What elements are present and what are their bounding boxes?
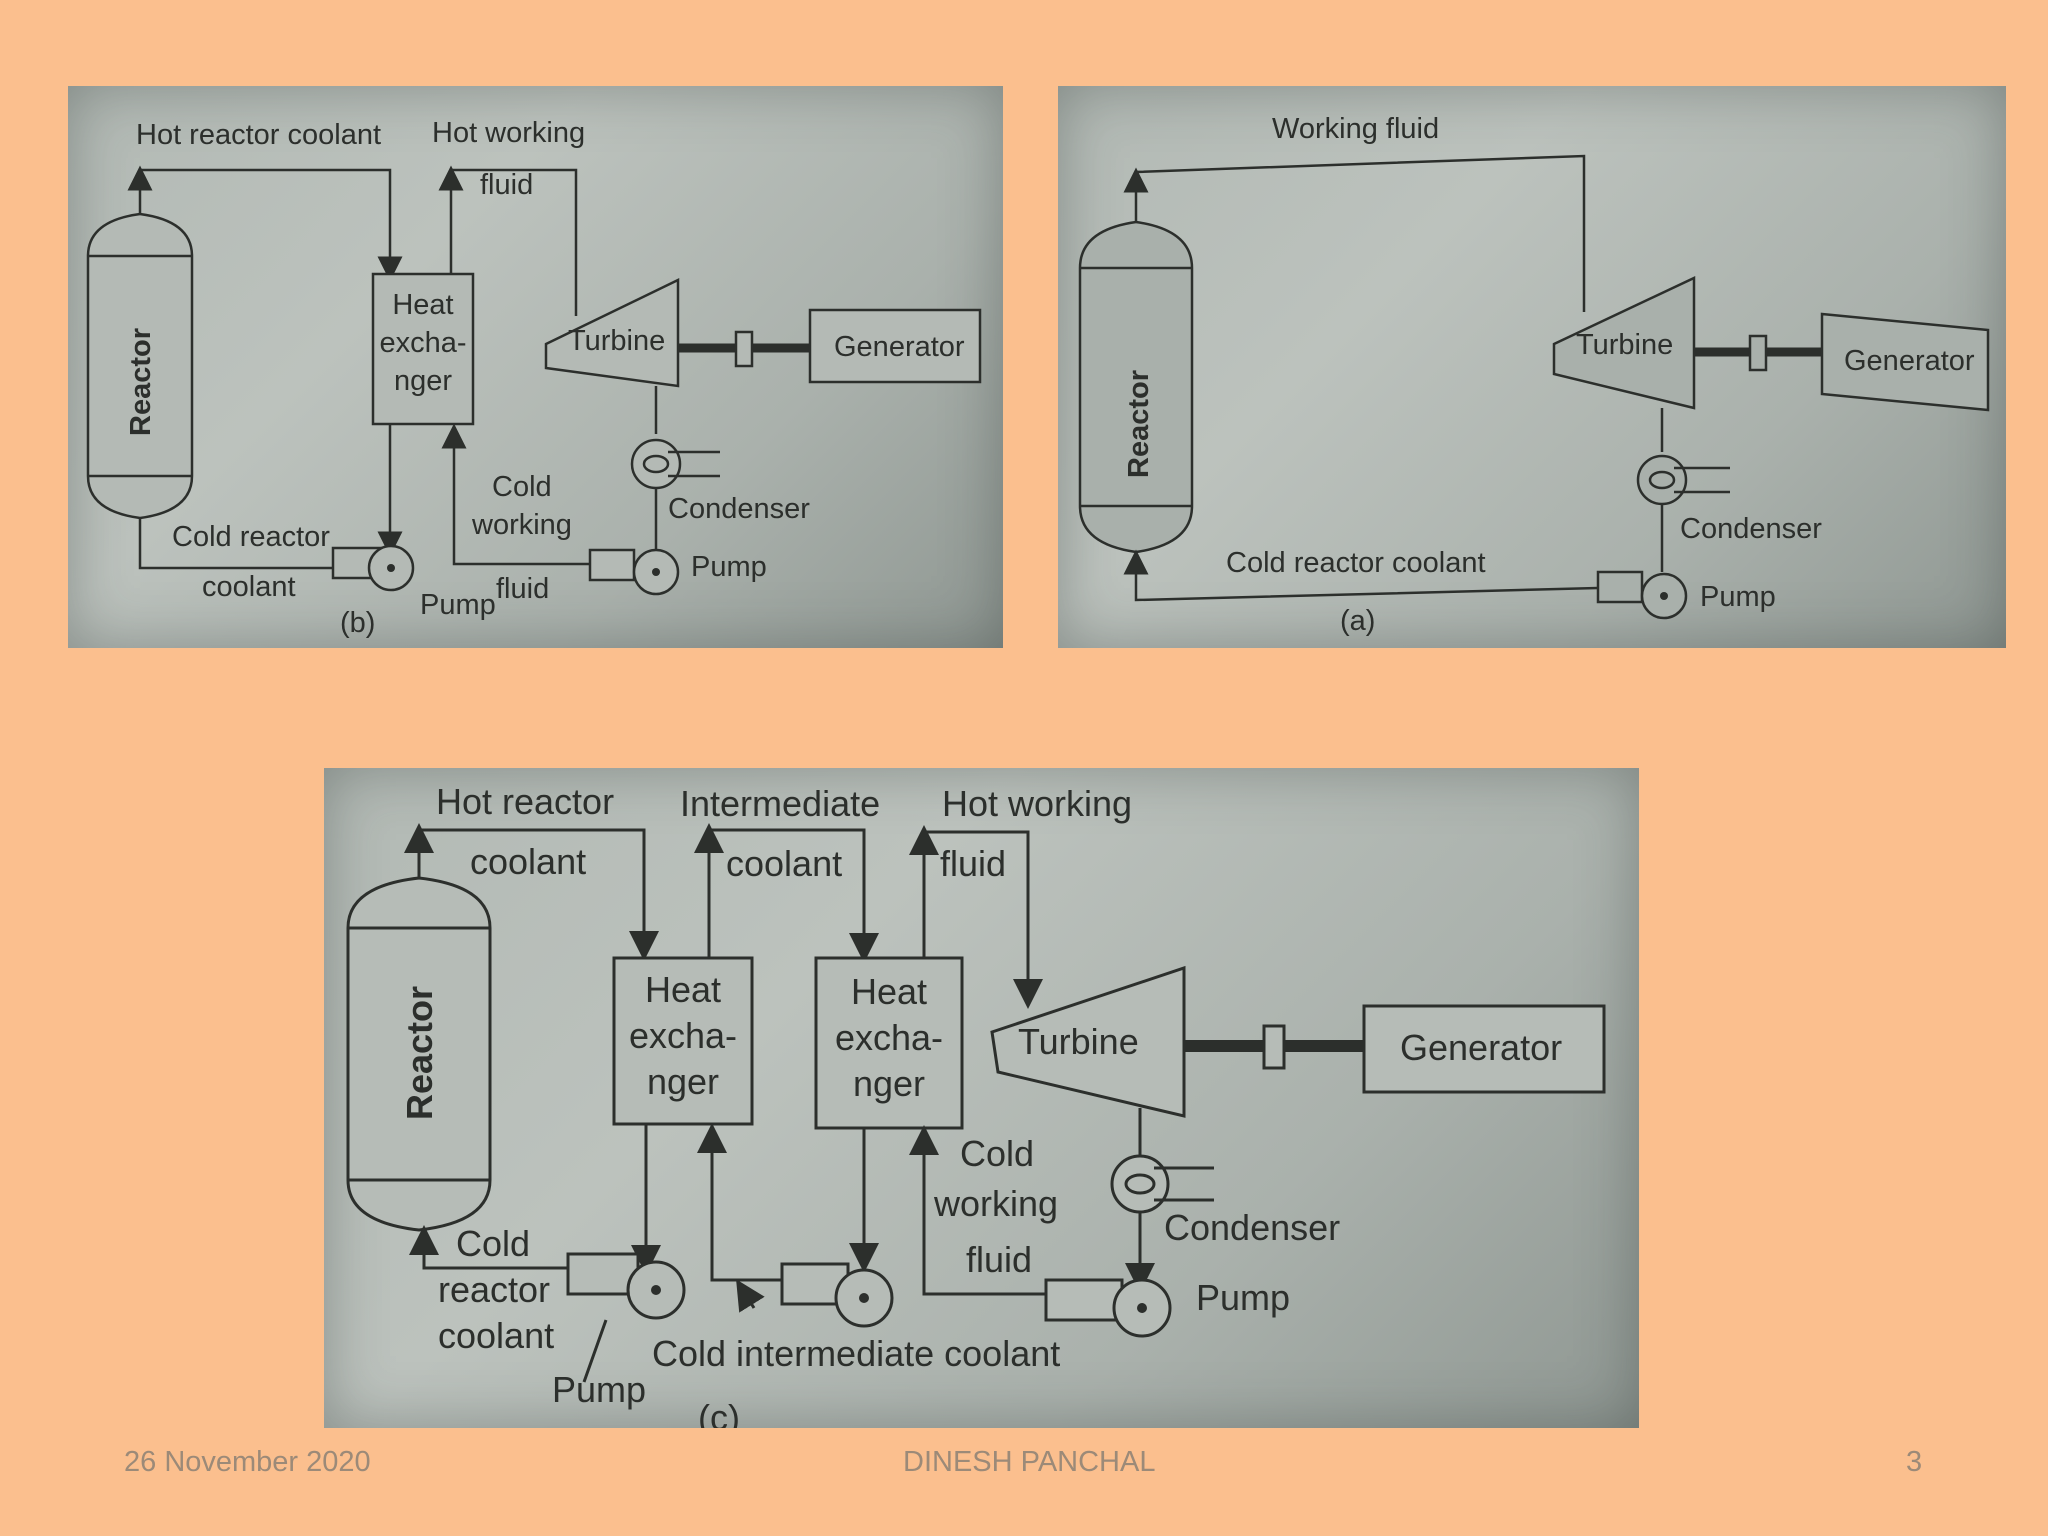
heat-exchanger-box: [371, 272, 475, 426]
diagram-c-svg: Hot reactor coolant Intermediate coolant…: [346, 781, 1606, 1428]
label-cold-fluid: fluid: [966, 1239, 1032, 1280]
label-cold-fluid: fluid: [496, 573, 549, 605]
label-hot-reactor-coolant: Hot reactor coolant: [136, 119, 381, 151]
label-working-fluid: Working fluid: [1272, 113, 1439, 145]
label-coolant-2: coolant: [726, 843, 842, 884]
label-caption-b: (b): [340, 607, 375, 639]
label-caption-c: (c): [698, 1397, 740, 1428]
turbine-shape: [544, 278, 680, 388]
label-working: working: [933, 1183, 1058, 1224]
label-fluid: fluid: [480, 169, 533, 201]
label-cold-reactor-coolant: Cold reactor coolant: [1226, 547, 1486, 579]
label-hx2-excha: excha-: [835, 1017, 943, 1058]
generator-box: [1362, 1004, 1606, 1094]
label-cold: Cold: [960, 1133, 1034, 1174]
label-coolant-1: coolant: [470, 841, 586, 882]
label-hx2-heat: Heat: [851, 971, 927, 1012]
footer-date: 26 November 2020: [124, 1446, 371, 1478]
generator-box: [1820, 312, 1990, 412]
label-cold-intermediate-coolant: Cold intermediate coolant: [652, 1333, 1060, 1374]
label-hx-excha: excha-: [379, 327, 466, 359]
label-generator: Generator: [834, 331, 965, 363]
label-turbine: Turbine: [1018, 1021, 1139, 1062]
diagram-b-svg: Hot reactor coolant Hot working fluid Re…: [86, 117, 982, 639]
label-cold-reactor: Cold reactor: [172, 521, 330, 553]
label-coolant: coolant: [202, 571, 296, 603]
label-hot-reactor: Hot reactor: [436, 781, 614, 822]
diagram-a-photo: Working fluid Reactor Turbine Generator …: [1058, 86, 2006, 648]
label-intermediate: Intermediate: [680, 783, 880, 824]
label-working: working: [471, 509, 572, 541]
label-turbine: Turbine: [1576, 329, 1673, 361]
label-cold: Cold: [492, 471, 552, 503]
footer-author: DINESH PANCHAL: [903, 1446, 1156, 1478]
label-hx2-nger: nger: [853, 1063, 925, 1104]
label-coolant-3: coolant: [438, 1315, 554, 1356]
label-reactor: Reactor: [399, 986, 440, 1120]
diagram-b-photo: Hot reactor coolant Hot working fluid Re…: [68, 86, 1003, 648]
turbine-shape: [990, 965, 1186, 1118]
label-condenser: Condenser: [668, 493, 810, 525]
heat-exchanger-2-box: [814, 956, 964, 1130]
label-generator: Generator: [1844, 345, 1975, 377]
label-pump-right: Pump: [1196, 1277, 1290, 1318]
diagram-a-svg: Working fluid Reactor Turbine Generator …: [1078, 113, 1990, 637]
label-hx1-heat: Heat: [645, 969, 721, 1010]
label-hot-working: Hot working: [432, 117, 585, 149]
label-generator: Generator: [1400, 1027, 1562, 1068]
label-reactor: Reactor: [125, 328, 157, 436]
label-condenser: Condenser: [1164, 1207, 1340, 1248]
label-cold-2: Cold: [456, 1223, 530, 1264]
label-caption-a: (a): [1340, 605, 1375, 637]
label-condenser: Condenser: [1680, 513, 1822, 545]
diagram-c-photo: Hot reactor coolant Intermediate coolant…: [324, 768, 1639, 1428]
label-hx1-nger: nger: [647, 1061, 719, 1102]
label-turbine: Turbine: [568, 325, 665, 357]
label-pump-1: Pump: [420, 589, 496, 621]
label-reactor: Reactor: [1123, 370, 1155, 478]
turbine-shape: [1552, 276, 1696, 410]
label-hot-working: Hot working: [942, 783, 1132, 824]
label-reactor-2: reactor: [438, 1269, 550, 1310]
label-hx-nger: nger: [394, 365, 452, 397]
label-pump-2: Pump: [691, 551, 767, 583]
label-hx-heat: Heat: [392, 289, 453, 321]
generator-box: [808, 308, 982, 384]
label-pump-left: Pump: [552, 1369, 646, 1410]
label-pump: Pump: [1700, 581, 1776, 613]
label-fluid: fluid: [940, 843, 1006, 884]
label-hx1-excha: excha-: [629, 1015, 737, 1056]
footer-page-number: 3: [1906, 1446, 1923, 1478]
heat-exchanger-1-box: [612, 956, 754, 1126]
